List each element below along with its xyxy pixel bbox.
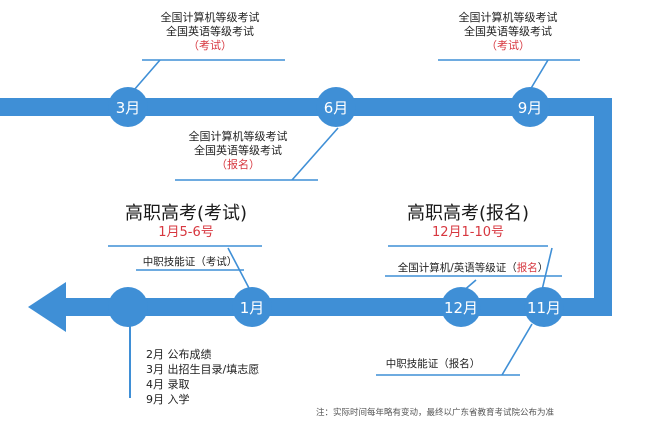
- annotation-june-line3: （报名）: [216, 158, 260, 171]
- node-blank: [108, 287, 148, 327]
- cert-registration: 中职技能证（报名）: [378, 357, 488, 371]
- step-3: 4月 录取: [146, 378, 190, 391]
- annotation-september-line3: （考试）: [486, 39, 530, 52]
- node-label-6: 6月: [324, 99, 349, 117]
- node-3: [108, 87, 148, 127]
- node-label-1: 1月: [240, 299, 265, 317]
- node-6: [316, 87, 356, 127]
- step-2: 3月 出招生目录/填志愿: [146, 363, 260, 376]
- gaokao-registration-date: 12月1-10号: [431, 225, 505, 240]
- cert-registration-text: 中职技能证（报名）: [385, 358, 481, 370]
- node-1: [232, 287, 272, 327]
- gaokao-exam: 高职高考(考试) 1月5-6号: [108, 203, 264, 241]
- annotation-march-line2: 全国英语等级考试: [166, 25, 254, 38]
- node-label-3: 3月: [116, 99, 141, 117]
- node-11: [524, 287, 564, 327]
- annotation-june-line1: 全国计算机等级考试: [188, 130, 288, 143]
- node-9: [510, 87, 550, 127]
- gaokao-exam-date: 1月5-6号: [158, 225, 214, 240]
- connector-3-diag: [133, 59, 161, 91]
- admission-steps: 2月 公布成绩 3月 出招生目录/填志愿 4月 录取 9月 入学: [146, 347, 259, 407]
- gaokao-registration-title: 高职高考(报名): [406, 203, 530, 224]
- annotation-june-line2: 全国英语等级考试: [194, 144, 282, 157]
- gaokao-exam-title: 高职高考(考试): [124, 203, 248, 224]
- annotation-march-line1: 全国计算机等级考试: [160, 11, 260, 24]
- cert-exam-text: 中职技能证（考试）: [142, 256, 238, 268]
- annotation-september-line1: 全国计算机等级考试: [458, 11, 558, 24]
- connector-11-down: [501, 323, 533, 376]
- connector-1-diag: [227, 247, 251, 291]
- track-right: [594, 98, 612, 316]
- step-1: 2月 公布成绩: [146, 348, 212, 361]
- cert-exam: 中职技能证（考试）: [136, 255, 244, 269]
- computer-english-red: 报名: [516, 262, 538, 274]
- computer-english-text: 全国计算机/英语等级证（: [397, 262, 517, 274]
- annotation-september: 全国计算机等级考试 全国英语等级考试 （考试）: [448, 11, 568, 53]
- connector-11-diag: [541, 247, 553, 291]
- connector-9-diag: [529, 59, 549, 91]
- annotation-september-line2: 全国英语等级考试: [464, 25, 552, 38]
- annotation-march: 全国计算机等级考试 全国英语等级考试 （考试）: [150, 11, 270, 53]
- annotation-june: 全国计算机等级考试 全国英语等级考试 （报名）: [178, 130, 298, 172]
- node-label-11: 11月: [527, 299, 561, 317]
- computer-english-registration: 全国计算机/英语等级证（报名）: [385, 261, 561, 275]
- track-arrowhead: [28, 282, 66, 332]
- step-4: 9月 入学: [146, 393, 190, 406]
- track-top: [0, 98, 612, 116]
- annotation-march-line3: （考试）: [188, 39, 232, 52]
- node-12: [441, 287, 481, 327]
- connector-6-diag: [291, 127, 339, 181]
- gaokao-registration: 高职高考(报名) 12月1-10号: [388, 203, 548, 241]
- computer-english-close: ）: [537, 262, 549, 274]
- node-label-9: 9月: [518, 99, 543, 117]
- node-label-12: 12月: [444, 299, 478, 317]
- footnote: 注：实际时间每年略有变动，最终以广东省教育考试院公布为准: [316, 408, 555, 418]
